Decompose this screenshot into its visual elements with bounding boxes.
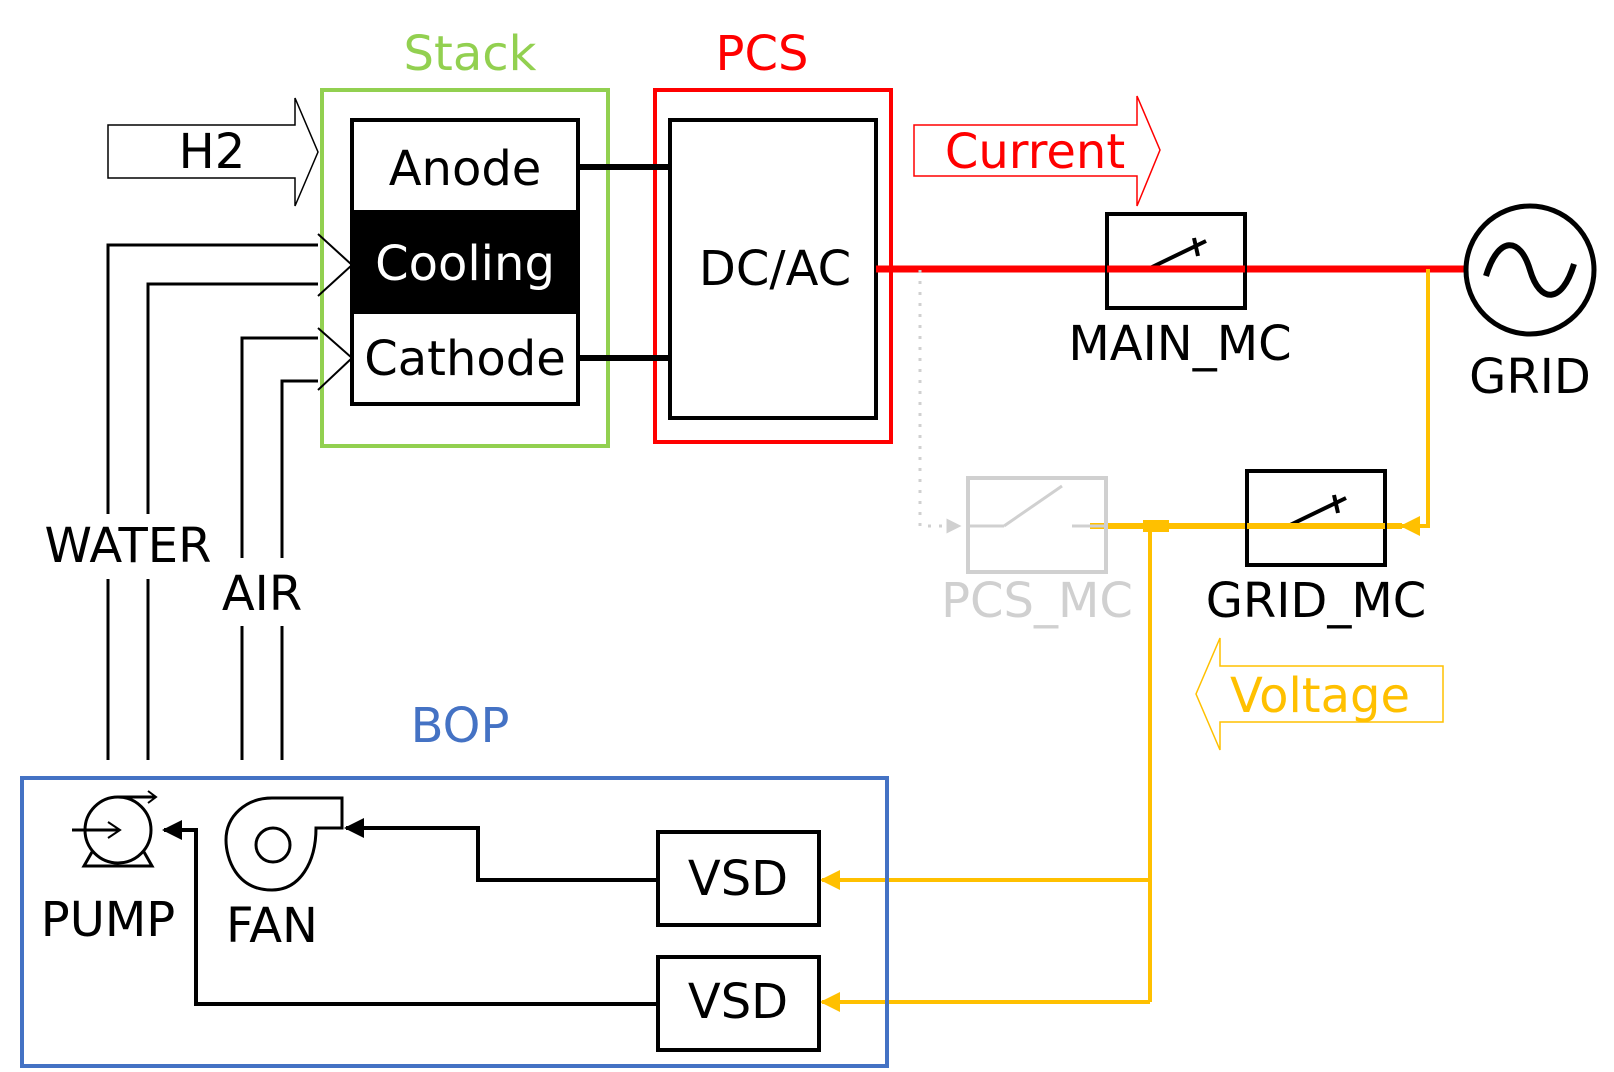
- grid-sine-icon: [1483, 242, 1577, 298]
- bop-frame: [20, 776, 889, 1068]
- grid-mc-box: [1245, 469, 1387, 567]
- water-inlet-chevron: [317, 233, 354, 297]
- main-mc-box: [1105, 212, 1247, 310]
- main-mc-contactor: MAIN_MC: [1068, 212, 1292, 372]
- pump-icon: [72, 790, 158, 868]
- current-indicator: Current: [913, 95, 1161, 207]
- water-lines: WATER: [45, 233, 354, 760]
- pcs-mc-switch-arm: [1003, 484, 1063, 528]
- voltage-junction: [1143, 520, 1169, 532]
- stack-label: Stack: [404, 26, 537, 82]
- pump-label: PUMP: [41, 892, 175, 948]
- bop-label: BOP: [411, 698, 510, 754]
- grid-label: GRID: [1469, 349, 1591, 405]
- dc-ac-box: [668, 118, 878, 420]
- water-line-outer-top: [106, 243, 318, 514]
- bop-group: BOP PUMP FAN VSD VSD: [20, 698, 889, 1068]
- voltage-label: Voltage: [1230, 668, 1410, 724]
- grid-mc-switch-tick: [1332, 494, 1340, 514]
- air-inlet-chevron: [317, 327, 354, 391]
- stack-group: Stack Anode Cooling Cathode: [320, 26, 610, 448]
- fan-label: FAN: [226, 898, 318, 954]
- pcs-label: PCS: [716, 26, 809, 82]
- h2-arrow: [107, 97, 319, 207]
- h2-inlet: H2: [107, 97, 319, 207]
- pcs-group: PCS DC/AC: [653, 26, 893, 444]
- air-line-inner-top: [280, 379, 318, 558]
- grid-mc-contactor: GRID_MC: [1206, 469, 1427, 629]
- vsd-to-fan-line: [344, 818, 658, 882]
- pcs-mc-label: PCS_MC: [941, 573, 1133, 629]
- cathode-label: Cathode: [364, 331, 566, 387]
- air-line-outer-top: [240, 336, 318, 558]
- current-label: Current: [945, 124, 1125, 180]
- grid-source: GRID: [1463, 203, 1597, 405]
- grid-mc-label: GRID_MC: [1206, 573, 1427, 629]
- vsd-bottom-box: [656, 955, 821, 1052]
- vsd-top-label: VSD: [688, 851, 788, 907]
- air-label: AIR: [222, 566, 302, 622]
- voltage-feed-line: [1400, 269, 1430, 536]
- pcs-mc-contactor: PCS_MC: [918, 270, 1133, 629]
- h2-label: H2: [179, 124, 246, 180]
- fan-icon: [224, 796, 344, 892]
- main-mc-label: MAIN_MC: [1068, 316, 1291, 372]
- cooling-label: Cooling: [375, 236, 555, 292]
- main-mc-switch-tick: [1192, 237, 1200, 257]
- anode-label: Anode: [389, 141, 542, 197]
- stack-frame: [320, 88, 610, 448]
- vsd-bottom-label: VSD: [688, 974, 788, 1030]
- current-arrow: [913, 95, 1161, 207]
- dc-ac-label: DC/AC: [699, 241, 851, 297]
- air-lines: AIR: [222, 327, 354, 760]
- water-line-inner-top: [146, 282, 318, 514]
- pcs-mc-dotted-feed: [918, 270, 962, 534]
- voltage-indicator: Voltage: [1195, 637, 1444, 751]
- voltage-arrow: [1195, 637, 1444, 751]
- water-label: WATER: [45, 518, 212, 574]
- vsd-to-pump-line: [162, 820, 658, 1006]
